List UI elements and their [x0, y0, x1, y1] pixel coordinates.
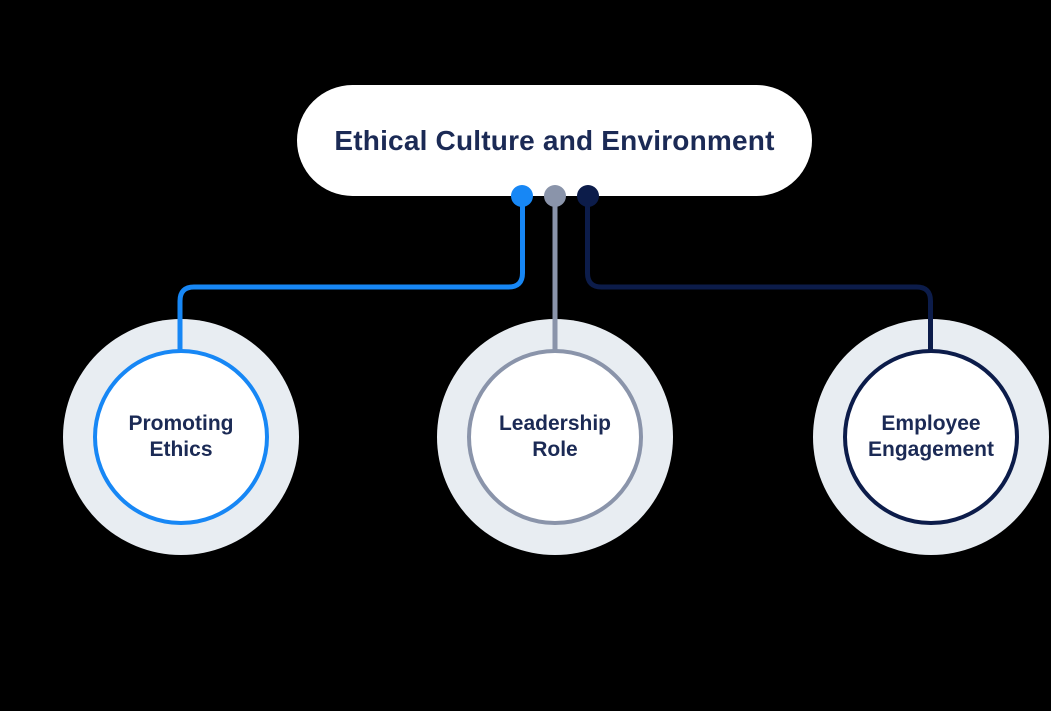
- branch-label-text: Leadership Role: [498, 411, 612, 461]
- branch-circle-promoting-ethics: [93, 349, 269, 525]
- branch-circle-leadership-role: [467, 349, 643, 525]
- branch-label-employee-engagement: Employee Engagement: [856, 349, 1006, 525]
- connector-dot-gray: [544, 185, 566, 207]
- connector-line-promoting-ethics: [177, 195, 525, 352]
- root-node-label: Ethical Culture and Environment: [334, 124, 775, 156]
- connector-line-employee-engagement: [585, 195, 933, 352]
- branch-label-leadership-role: Leadership Role: [480, 349, 630, 525]
- root-node: Ethical Culture and Environment: [297, 85, 812, 196]
- branch-label-text: Promoting Ethics: [128, 411, 234, 461]
- branch-circle-employee-engagement: [843, 349, 1019, 525]
- connector-dot-blue: [511, 185, 533, 207]
- branch-label-text: Employee Engagement: [867, 411, 995, 461]
- connector-dot-navy: [577, 185, 599, 207]
- branch-label-promoting-ethics: Promoting Ethics: [106, 349, 256, 525]
